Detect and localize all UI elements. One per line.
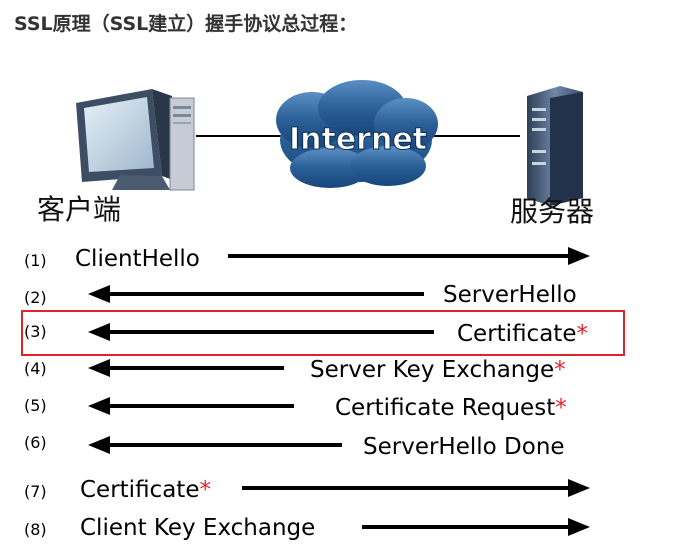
arrow-left-head (88, 436, 110, 454)
step-number: (4) (24, 359, 47, 378)
server-icon (527, 86, 583, 206)
step-number: (1) (24, 251, 47, 270)
required-asterisk: * (576, 321, 588, 347)
step-row-7: (7) Certificate* (24, 477, 590, 503)
arrow-right-head (568, 518, 590, 536)
arrow-right-head (568, 479, 590, 497)
highlight-box (21, 310, 625, 356)
client-label: 客户端 (37, 193, 121, 226)
computer-icon (76, 89, 195, 191)
step-label: ClientHello (75, 246, 200, 272)
required-asterisk: * (199, 477, 211, 503)
arrow-left-head (88, 397, 110, 415)
server-label: 服务器 (510, 195, 594, 228)
step-row-1: (1) ClientHello (24, 246, 590, 272)
step-row-4: (4) Server Key Exchange* (24, 357, 566, 383)
step-label: Server Key Exchange* (310, 357, 566, 383)
required-asterisk: * (555, 395, 567, 421)
page-title: SSL原理（SSL建立）握手协议总过程： (14, 13, 358, 35)
step-number: (5) (24, 396, 47, 415)
step-row-5: (5) Certificate Request* (24, 395, 567, 421)
arrow-left-head (88, 359, 110, 377)
step-label: Certificate Request* (335, 395, 567, 421)
step-label: Certificate* (457, 321, 588, 347)
arrow-right-head (568, 247, 590, 265)
step-row-2: (2) ServerHello (24, 282, 577, 308)
step-label: ServerHello Done (363, 434, 565, 460)
required-asterisk: * (554, 357, 566, 383)
step-number: (8) (24, 520, 47, 539)
arrow-left-head (88, 323, 110, 341)
step-number: (3) (24, 322, 47, 341)
internet-cloud-icon (276, 80, 438, 188)
step-label: ServerHello (443, 282, 577, 308)
step-row-3: (3) Certificate* (24, 321, 588, 347)
step-label: Client Key Exchange (80, 515, 315, 541)
step-number: (7) (24, 482, 47, 501)
step-label: Certificate* (80, 477, 211, 503)
step-number: (2) (24, 288, 47, 307)
arrow-left-head (88, 285, 110, 303)
step-row-6: (6) ServerHello Done (24, 433, 565, 460)
internet-label: Internet (289, 122, 427, 157)
step-number: (6) (24, 433, 47, 452)
step-row-8: (8) Client Key Exchange (24, 515, 590, 541)
